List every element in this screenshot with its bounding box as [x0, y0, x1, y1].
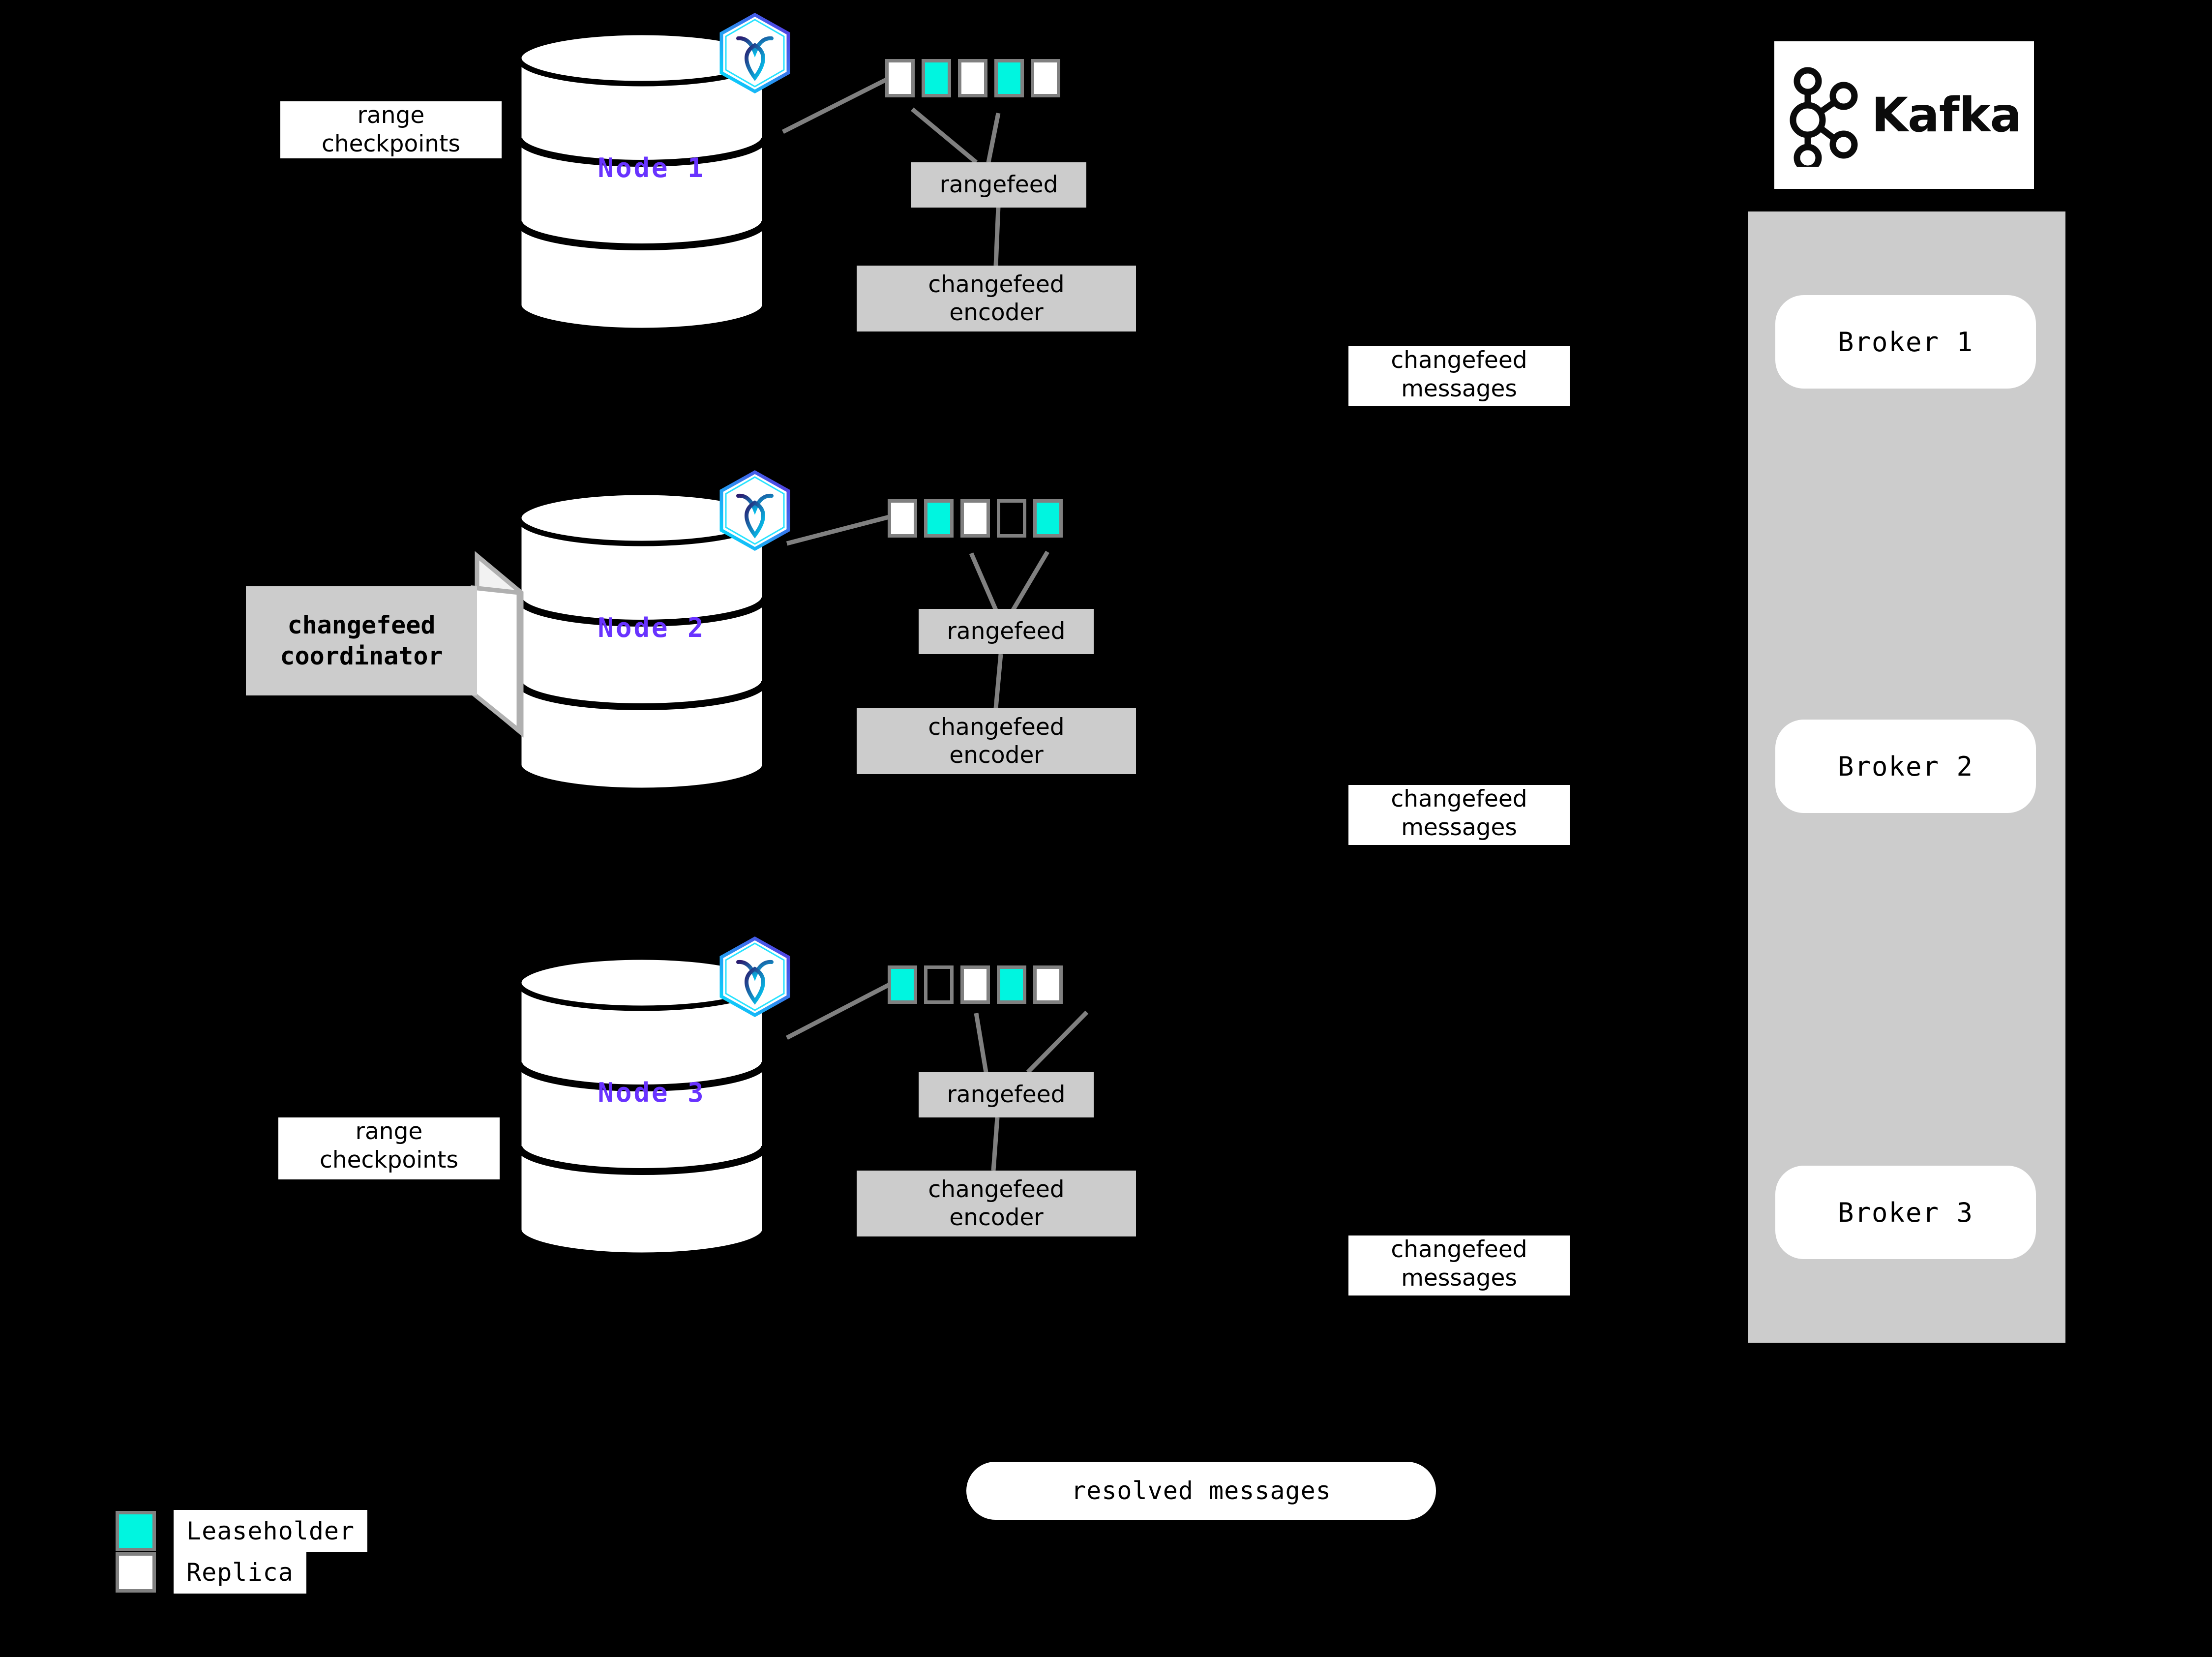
node-2-rangefeed-box[interactable]: rangefeed [919, 609, 1094, 654]
broker-arrow-icon [2068, 325, 2098, 343]
node-1-encoder-box[interactable]: changefeed encoder [857, 266, 1136, 331]
node-1-group: Node 1 [514, 30, 789, 334]
node-3-range-checkpoints-label: range checkpoints [278, 1117, 500, 1179]
legend-item-leaseholder: Leaseholder [116, 1510, 368, 1552]
range-box[interactable] [997, 965, 1026, 1004]
node-2-encoder-box[interactable]: changefeed encoder [857, 708, 1136, 774]
node-2-label: Node 2 [598, 612, 706, 643]
node-3-encoder-box[interactable]: changefeed encoder [857, 1171, 1136, 1236]
node-3-ranges [888, 965, 1063, 1004]
node-1-changefeed-messages-label: changefeed messages [1348, 346, 1570, 406]
legend-swatch-leaseholder [116, 1511, 156, 1551]
cockroachdb-hexagon-icon [719, 12, 790, 94]
node-1-rangefeed-box[interactable]: rangefeed [911, 162, 1086, 208]
range-box[interactable] [958, 59, 987, 97]
legend: Leaseholder Replica [116, 1510, 420, 1623]
range-box[interactable] [924, 965, 954, 1004]
kafka-wordmark: Kafka [1871, 88, 2022, 143]
range-box[interactable] [885, 59, 915, 97]
broker-3-card[interactable]: Broker 3 [1775, 1166, 2036, 1259]
legend-item-replica: Replica [116, 1551, 306, 1594]
range-box[interactable] [997, 499, 1026, 538]
legend-label-replica: Replica [174, 1551, 306, 1594]
node-3-changefeed-messages-label: changefeed messages [1348, 1235, 1570, 1295]
range-box[interactable] [1031, 59, 1060, 97]
cockroachdb-hexagon-icon [719, 936, 790, 1018]
node-1-range-checkpoints-label: range checkpoints [280, 101, 502, 158]
node-3-rangefeed-box[interactable]: rangefeed [919, 1072, 1094, 1117]
changefeed-coordinator-callout: changefeed coordinator [246, 546, 541, 753]
node-2-changefeed-messages-label: changefeed messages [1348, 785, 1570, 845]
node-2-ranges [888, 499, 1063, 538]
node-2-group: Node 2 [514, 489, 789, 794]
changefeed-coordinator-box[interactable]: changefeed coordinator [246, 586, 477, 695]
node-3-label: Node 3 [598, 1077, 706, 1108]
legend-swatch-replica [116, 1552, 156, 1593]
node-1-ranges [885, 59, 1060, 97]
node-3-group: Node 3 [514, 954, 789, 1259]
range-box[interactable] [888, 965, 917, 1004]
node-3-cylinder [515, 954, 768, 1258]
range-box[interactable] [924, 499, 954, 538]
callout-tail-icon [471, 551, 524, 738]
kafka-logo-card: Kafka [1774, 41, 2034, 189]
range-box[interactable] [960, 499, 990, 538]
range-box[interactable] [994, 59, 1024, 97]
range-box[interactable] [922, 59, 951, 97]
cockroachdb-hexagon-icon [719, 470, 790, 551]
range-box[interactable] [1033, 965, 1063, 1004]
range-box[interactable] [888, 499, 917, 538]
broker-2-card[interactable]: Broker 2 [1775, 720, 2036, 813]
node-2-cylinder [515, 489, 768, 793]
resolved-messages-pill[interactable]: resolved messages [966, 1462, 1436, 1520]
range-box[interactable] [1033, 499, 1063, 538]
broker-1-card[interactable]: Broker 1 [1775, 295, 2036, 389]
node-1-label: Node 1 [598, 152, 706, 183]
range-box[interactable] [960, 965, 990, 1004]
kafka-logo-icon [1790, 67, 1858, 167]
legend-label-leaseholder: Leaseholder [174, 1510, 368, 1552]
node-1-cylinder [515, 30, 768, 333]
